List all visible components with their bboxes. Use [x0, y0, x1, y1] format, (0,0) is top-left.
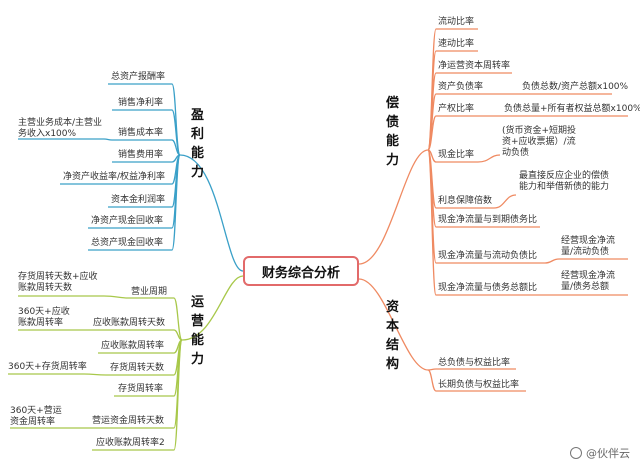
operation-item[interactable]: 应收账款周转率 — [101, 341, 165, 351]
operation-item[interactable]: 应收账款周转天数 — [93, 318, 166, 328]
debt-branch-lines — [358, 28, 628, 296]
profit-item-line — [112, 139, 181, 156]
debt-item[interactable]: 现金比率 — [438, 150, 475, 160]
debt-note-line — [477, 154, 501, 163]
capital-item-line — [427, 369, 526, 392]
debt-item-note: 负债总数/资产总额x100% — [522, 82, 629, 92]
profit-category-title[interactable]: 盈利能力 — [190, 108, 204, 180]
debt-note-line — [544, 258, 628, 264]
operation-item-line — [90, 329, 183, 341]
operation-item-note: 360天+应收账款周转率 — [18, 307, 70, 328]
debt-item-note: 负债总量+所有者权益总额x100% — [504, 104, 640, 114]
debt-item-line — [427, 115, 490, 151]
capital-branch-lines — [358, 278, 526, 392]
debt-item[interactable]: 现金净流量与到期债务比 — [438, 215, 538, 225]
root-node[interactable]: 财务综合分析 — [243, 256, 359, 286]
debt-item[interactable]: 流动比率 — [438, 17, 475, 27]
operation-branch-lines — [8, 275, 244, 451]
debt-note-line — [493, 194, 517, 209]
profit-item-note: 主营业务成本/主营业务收入x100% — [18, 118, 103, 139]
operation-item[interactable]: 营业周期 — [131, 287, 168, 297]
watermark: @伙伴云 — [570, 445, 630, 461]
operation-item[interactable]: 存货周转天数 — [110, 363, 165, 373]
profit-item[interactable]: 资本金利润率 — [111, 195, 166, 205]
debt-item-line — [427, 149, 548, 296]
debt-item[interactable]: 资产负债率 — [438, 82, 484, 92]
capital-trunk-line — [358, 278, 429, 371]
profit-item[interactable]: 销售费用率 — [118, 150, 164, 160]
profit-item-line — [88, 154, 181, 251]
profit-branch-lines — [18, 83, 244, 272]
capital-category-title[interactable]: 资本结构 — [385, 300, 399, 372]
debt-category-title[interactable]: 偿债能力 — [385, 96, 399, 168]
debt-trunk-line — [358, 149, 429, 265]
profit-item[interactable]: 销售成本率 — [118, 128, 164, 138]
operation-item[interactable]: 存货周转率 — [118, 384, 164, 394]
debt-item[interactable]: 速动比率 — [438, 39, 475, 49]
profit-item[interactable]: 净资产收益率/权益净利率 — [63, 172, 166, 182]
debt-item-note: 经营现金净流量/债务总额 — [561, 271, 616, 292]
debt-item[interactable]: 现金净流量与债务总额比 — [438, 283, 538, 293]
profit-item[interactable]: 销售净利率 — [118, 98, 164, 108]
profit-item-line — [112, 109, 181, 156]
debt-item[interactable]: 利息保障倍数 — [438, 196, 493, 206]
profit-item[interactable]: 总资产报酬率 — [111, 72, 166, 82]
operation-note-line — [18, 295, 129, 299]
profit-trunk-line — [179, 154, 244, 272]
operation-item-note: 360天+营运资金周转率 — [10, 406, 62, 427]
operation-item[interactable]: 应收账款周转率2 — [96, 438, 165, 448]
watermark-text: @伙伴云 — [586, 447, 630, 460]
profit-note-line — [18, 138, 113, 141]
debt-item[interactable]: 产权比率 — [438, 104, 475, 114]
debt-item-note: 最直接反应企业的偿债能力和举借新债的能力 — [519, 171, 610, 192]
brand-logo-icon — [570, 447, 582, 459]
operation-item-note: 存货周转天数+应收账款周转天数 — [18, 272, 98, 293]
debt-item[interactable]: 现金净流量与流动负债比 — [438, 251, 538, 261]
capital-item[interactable]: 总负债与权益比率 — [438, 358, 511, 368]
profit-item[interactable]: 总资产现金回收率 — [91, 238, 164, 248]
operation-category-title[interactable]: 运营能力 — [190, 295, 204, 367]
debt-item[interactable]: 净运营资本周转率 — [438, 61, 511, 71]
operation-item[interactable]: 营运资金周转天数 — [92, 416, 165, 426]
profit-item[interactable]: 净资产现金回收率 — [91, 216, 164, 226]
operation-note-line — [8, 373, 107, 376]
capital-item[interactable]: 长期负债与权益比率 — [438, 380, 520, 390]
operation-item-note: 360天+存货周转率 — [8, 362, 87, 372]
operation-item-line — [128, 297, 183, 341]
operation-trunk-line — [181, 275, 244, 341]
operation-item-line — [92, 339, 183, 451]
debt-item-note: (货币资金+短期投资+应收票据）/流动负债 — [502, 126, 577, 158]
debt-item-note: 经营现金净流量/流动负债 — [561, 236, 616, 257]
